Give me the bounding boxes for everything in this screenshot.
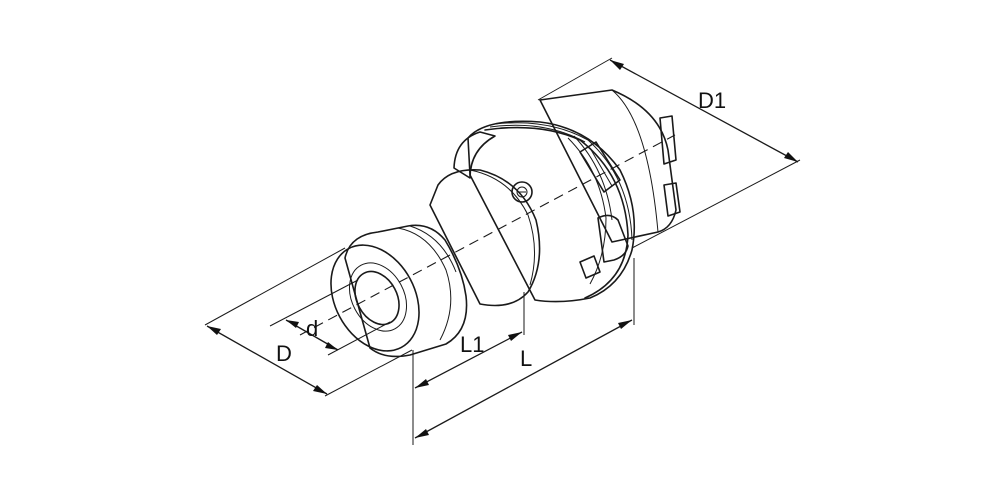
- label-l: L: [520, 346, 532, 371]
- label-d-inner: d: [306, 316, 318, 341]
- label-d-outer: D: [276, 341, 292, 366]
- clamping-nut: [344, 224, 468, 358]
- label-d1: D1: [698, 88, 726, 113]
- collet-bore: [354, 270, 400, 326]
- dimension-d1: D1: [537, 57, 801, 249]
- main-body: [429, 168, 541, 307]
- dimension-l: L: [414, 258, 635, 439]
- dimension-d-outer: D: [204, 247, 413, 397]
- clamp-screw-icon: [511, 181, 533, 203]
- dimension-d-inner: d: [269, 279, 391, 356]
- center-axis: [299, 134, 676, 336]
- hsk-shank: [539, 89, 681, 243]
- front-face: [330, 244, 420, 352]
- label-l1: L1: [460, 332, 484, 357]
- flange: [453, 120, 636, 303]
- dimension-l1: L1: [412, 292, 525, 445]
